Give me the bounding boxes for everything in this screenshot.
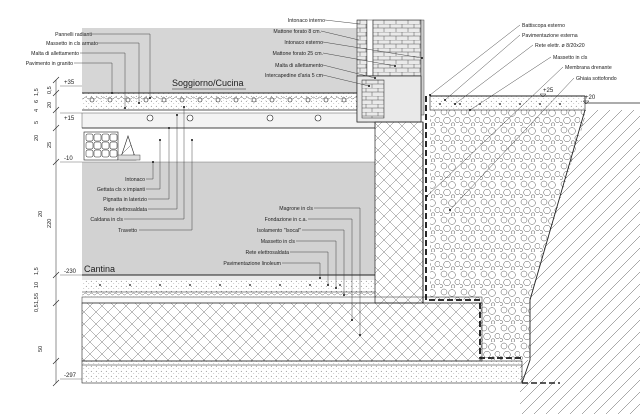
label-internal-plaster: Intonaco interno [288,18,325,24]
level-lines [60,85,82,380]
label-bedding-mortar: Malta di allettamento [31,51,79,57]
level-minus-297: -297 [64,373,77,379]
gravel-fill [430,110,585,360]
cellar-zone [82,162,375,280]
svg-text:25: 25 [47,142,53,148]
label-wall-mortar: Malta di allettamento [275,63,323,69]
label-cellar-screed: Massetto in cls [261,239,296,245]
level-markers [539,93,590,105]
label-welded-mesh: Rete elettrosaldata [103,207,147,213]
retaining-wall [374,121,424,304]
label-air-gap: Intercapedine d'aria 5 cm [265,73,323,79]
lean-concrete [81,360,523,384]
label-drain-membrane: Membrana drenante [565,65,612,71]
label-foundation: Fondazione in c.a. [265,217,307,223]
rebar-dots [99,103,561,286]
floor-screed-upper [82,93,375,110]
dim-ticks [52,76,60,387]
leader-lines [74,19,575,335]
room-label-living: Soggiorno/Cucina [172,78,244,88]
svg-text:5: 5 [34,121,40,124]
cellar-insulation [82,292,375,297]
label-ext-screed: Massetto in cls [553,55,588,61]
label-isocal: Isolamento "Isocal" [257,228,301,234]
label-ext-skirting: Battiscopa esterno [522,23,565,29]
svg-text:10: 10 [34,282,40,288]
label-cellar-mesh: Rete elettrosaldata [245,250,289,256]
label-lean-concrete: Magrone in cls [279,206,313,212]
svg-text:20: 20 [34,135,40,141]
svg-text:20: 20 [47,102,53,108]
label-brick-25: Mattone forato 25 cm. [273,51,323,57]
label-joist: Travetto [118,228,137,234]
label-radiant-panels: Pannelli radianti [55,32,92,38]
label-topping: Caldana in cls [90,217,123,223]
cellar-floor-layer [82,275,375,280]
svg-text:220: 220 [47,219,53,228]
excavation-slope [521,109,586,384]
upper-room-zone [82,28,375,93]
label-reinforced-screed: Massetto in cls armato [46,41,98,47]
svg-text:20: 20 [38,211,44,217]
svg-text:1,5: 1,5 [34,267,40,275]
level-plus-35: +35 [64,80,75,86]
clay-pot-block [83,131,141,161]
leader-dots [111,57,471,336]
svg-text:5: 5 [34,293,40,296]
label-external-plaster: Intonaco esterno [284,40,323,46]
label-brick-8: Mattone forato 8 cm. [273,29,321,35]
wall-plaster-out [420,19,425,116]
label-ext-paving: Pavimentazione esterna [522,33,578,39]
level-plus-20: +20 [585,95,596,101]
level-plus-15: +15 [64,116,75,122]
label-clay-pot: Pignatta in laterizio [103,197,147,203]
floor-slab-upper [81,112,376,129]
label-mesh: Rete elettr. ø 8/20x20 [535,43,585,49]
ground-soil [520,110,640,414]
svg-text:1,5: 1,5 [34,88,40,96]
radiant-pipes [89,97,347,103]
svg-text:1,5: 1,5 [34,296,40,304]
svg-text:4: 4 [34,109,40,112]
level-minus-10: -10 [64,156,73,162]
slab-tubes [146,114,322,122]
svg-text:6: 6 [34,100,40,103]
svg-text:50: 50 [38,346,44,352]
label-granite-floor: Pavimento in granito [26,61,73,67]
label-linoleum: Pavimentazione linoleum [223,261,281,267]
radiant-panels [82,96,375,101]
svg-text:0,5: 0,5 [34,304,40,312]
level-minus-230: -230 [64,269,77,275]
ext-screed [429,95,586,111]
cellar-screed [82,280,375,292]
label-gravel: Ghiaia sottofondo [576,76,617,82]
room-label-cellar: Cantina [84,264,115,274]
ring-beam-inner [361,79,385,119]
foundation-footing [81,302,483,362]
label-plaster: Intonaco [125,177,145,183]
svg-text:0,5: 0,5 [47,86,53,94]
level-plus-25: +25 [543,88,554,94]
label-services-cast: Gettata cls x impianti [97,187,145,193]
dimension-labels: 20 0,5 1,5 6 4 5 25 20 220 1,5 10 5 1,5 … [34,86,53,352]
